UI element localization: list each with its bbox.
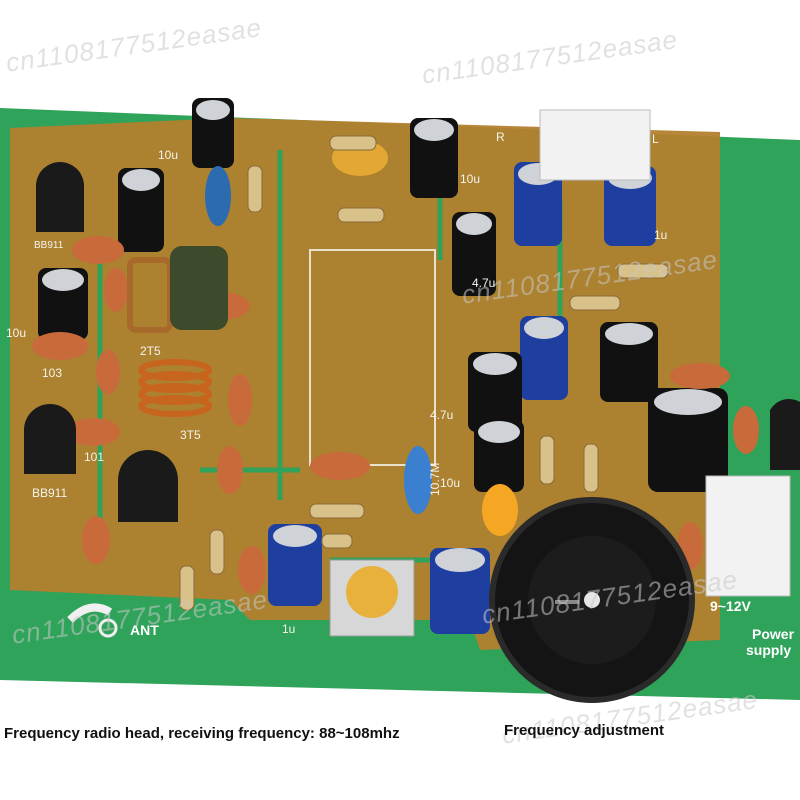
silk-label: 10u: [440, 476, 461, 490]
power-connector: [705, 475, 791, 597]
silk-label: L: [652, 132, 659, 146]
silk-label: R: [496, 130, 505, 144]
ic-outline: [309, 249, 436, 466]
power-supply-label: supply: [746, 642, 792, 658]
silk-label: 1u: [282, 622, 296, 636]
antenna-label: ANT: [130, 622, 159, 638]
transistors: [24, 162, 800, 522]
led: [482, 484, 518, 536]
caption-radio-head: Frequency radio head, receiving frequenc…: [4, 725, 400, 742]
silk-label: BB911: [32, 486, 68, 500]
audio-connector: [539, 109, 651, 181]
silk-label: 10u: [460, 172, 481, 186]
voltage-label: 9~12V: [710, 598, 751, 614]
silk-label: 101: [84, 450, 105, 464]
blue-filter: [404, 446, 432, 514]
power-supply-label: Power: [752, 626, 795, 642]
blue-capacitor: [205, 166, 231, 226]
silk-label: 1u: [654, 228, 668, 242]
caption-frequency-adjustment: Frequency adjustment: [504, 722, 665, 739]
resistors: [179, 135, 669, 611]
trace-gaps: [97, 150, 563, 563]
silk-label: 103: [42, 366, 63, 380]
silk-label: 10u: [6, 326, 27, 340]
silk-label: 2T5: [140, 344, 161, 358]
antenna-wire: [67, 603, 113, 623]
silk-label: BB911: [34, 240, 64, 251]
electrolytic-capacitors: [38, 98, 728, 634]
ferrite-coil: [170, 246, 228, 330]
silk-label: 3T5: [180, 428, 201, 442]
silk-label: 4.7u: [472, 276, 496, 290]
silk-label: 10u: [158, 148, 179, 162]
silk-label: 10.7M: [428, 462, 442, 496]
silk-label: 4.7u: [430, 408, 454, 422]
